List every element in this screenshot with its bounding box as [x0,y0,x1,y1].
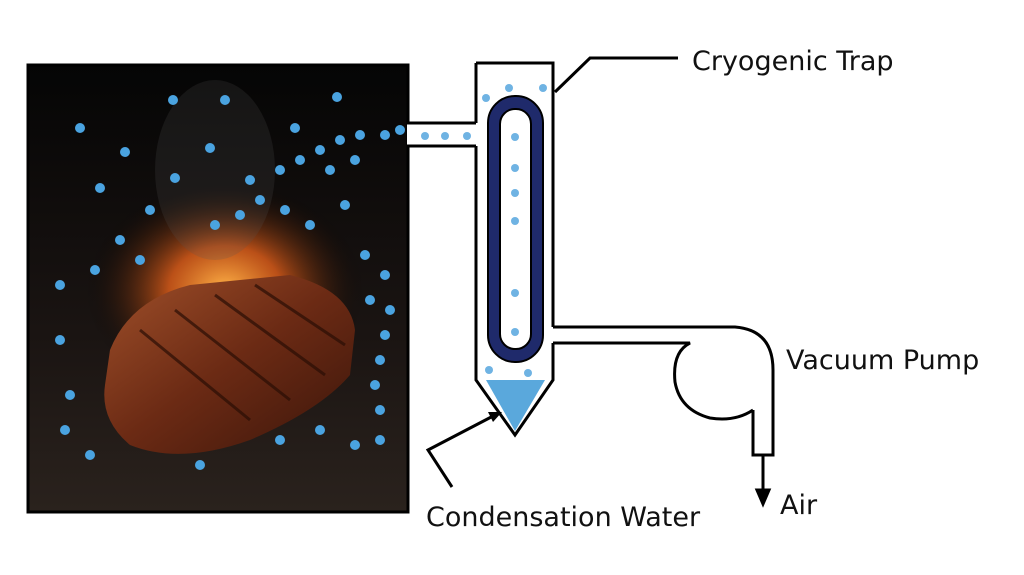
droplet [55,280,65,290]
droplet [275,165,285,175]
droplet [255,195,265,205]
droplet [385,305,395,315]
droplet [350,440,360,450]
droplet [85,450,95,460]
droplet [335,135,345,145]
droplet [115,235,125,245]
trap-callout-line [553,56,678,94]
droplet [195,460,205,470]
droplet [95,183,105,193]
droplet [332,92,342,102]
droplet [280,205,290,215]
droplet [375,435,385,445]
droplet [315,425,325,435]
droplet [210,220,220,230]
droplet [380,270,390,280]
droplet [395,125,405,135]
droplet [170,173,180,183]
steak-icon [104,275,356,454]
air-arrow-icon [754,488,772,508]
vacuum-pump-label: Vacuum Pump [786,345,980,376]
droplet [380,130,390,140]
droplet [120,147,130,157]
droplet [365,295,375,305]
droplet [295,155,305,165]
steak-photo [26,63,410,514]
droplet [60,425,70,435]
air-label: Air [780,490,818,521]
cryogenic-trap [474,61,555,438]
condensation-water-fill [486,380,545,431]
droplet [360,250,370,260]
droplet [55,335,65,345]
condensation-water-label: Condensation Water [426,502,701,533]
droplet [305,220,315,230]
droplet [290,123,300,133]
droplet [168,95,178,105]
droplet [325,165,335,175]
inlet-pipe [407,121,479,148]
droplet [375,355,385,365]
droplet [355,130,365,140]
droplet [90,265,100,275]
droplet [220,95,230,105]
droplet [370,380,380,390]
droplet [145,205,155,215]
droplet [350,155,360,165]
droplet [315,145,325,155]
droplet [245,175,255,185]
droplet [275,435,285,445]
vapor-droplets [55,92,405,470]
droplet [375,405,385,415]
droplet [65,390,75,400]
droplet [380,330,390,340]
droplet [235,210,245,220]
cryogenic-trap-label: Cryogenic Trap [692,46,894,77]
droplet [205,143,215,153]
water-callout-line [425,412,498,488]
vacuum-pump [553,325,775,508]
droplet [75,123,85,133]
droplet [135,255,145,265]
droplet [340,200,350,210]
